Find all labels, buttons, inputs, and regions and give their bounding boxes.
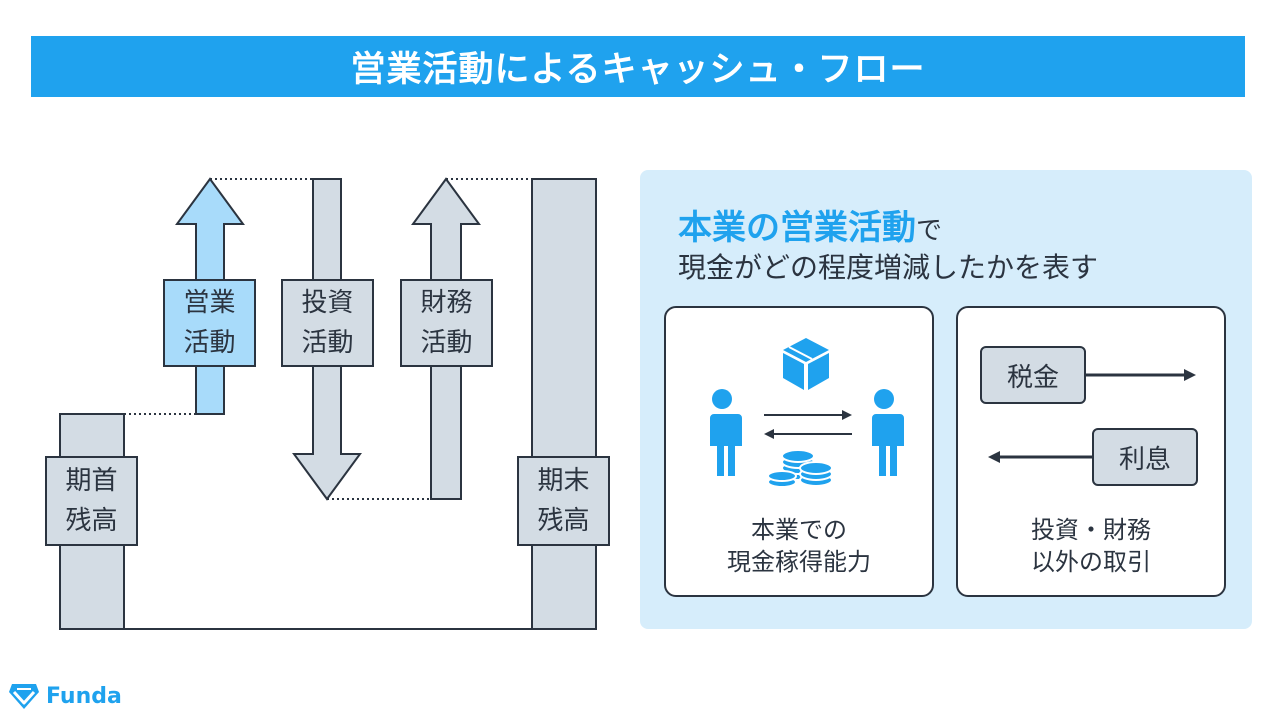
core-business-caption: 本業での 現金稼得能力 <box>727 516 871 576</box>
financing-activity-label: 財務 活動 <box>400 279 493 367</box>
panel-subheading: 現金がどの程度増減したかを表す <box>678 251 1099 284</box>
tax-chip: 税金 <box>980 346 1086 404</box>
other-transactions-card: 税金 利息 投資・財務 以外の取引 <box>956 306 1226 597</box>
opening-balance-label: 期首 残高 <box>45 456 138 546</box>
core-business-card: 本業での 現金稼得能力 <box>664 306 934 597</box>
panel-heading: 本業の営業活動で <box>678 200 942 249</box>
title-banner: 営業活動によるキャッシュ・フロー <box>31 36 1245 97</box>
panel-heading-emphasis: 本業の営業活動 <box>678 208 916 248</box>
closing-balance-label: 期末 残高 <box>517 456 610 546</box>
closing-balance-bar <box>531 178 597 630</box>
panel-heading-suffix: で <box>916 216 943 246</box>
core-business-illustration <box>706 338 904 488</box>
interest-chip: 利息 <box>1092 428 1198 486</box>
person-icon <box>868 389 904 476</box>
explanation-panel: 本業の営業活動で 現金がどの程度増減したかを表す <box>640 170 1252 629</box>
diamond-logo-icon <box>9 684 39 709</box>
logo-text: Funda <box>46 683 122 709</box>
investing-activity-label: 投資 活動 <box>281 279 374 367</box>
box-icon <box>783 338 829 390</box>
page-title: 営業活動によるキャッシュ・フロー <box>350 50 926 90</box>
cash-flow-diagram: 期首 残高 営業 活動 投資 活動 財務 活動 期末 残高 <box>45 177 610 630</box>
inflow-arrow-icon <box>988 451 1092 463</box>
exchange-arrows-icon <box>764 410 852 439</box>
person-icon <box>706 389 742 476</box>
operating-activity-label: 営業 活動 <box>163 279 256 367</box>
outflow-arrow-icon <box>1086 369 1196 381</box>
coins-icon <box>767 449 833 488</box>
other-transactions-caption: 投資・財務 以外の取引 <box>1031 516 1151 576</box>
funda-logo: Funda <box>8 678 122 714</box>
